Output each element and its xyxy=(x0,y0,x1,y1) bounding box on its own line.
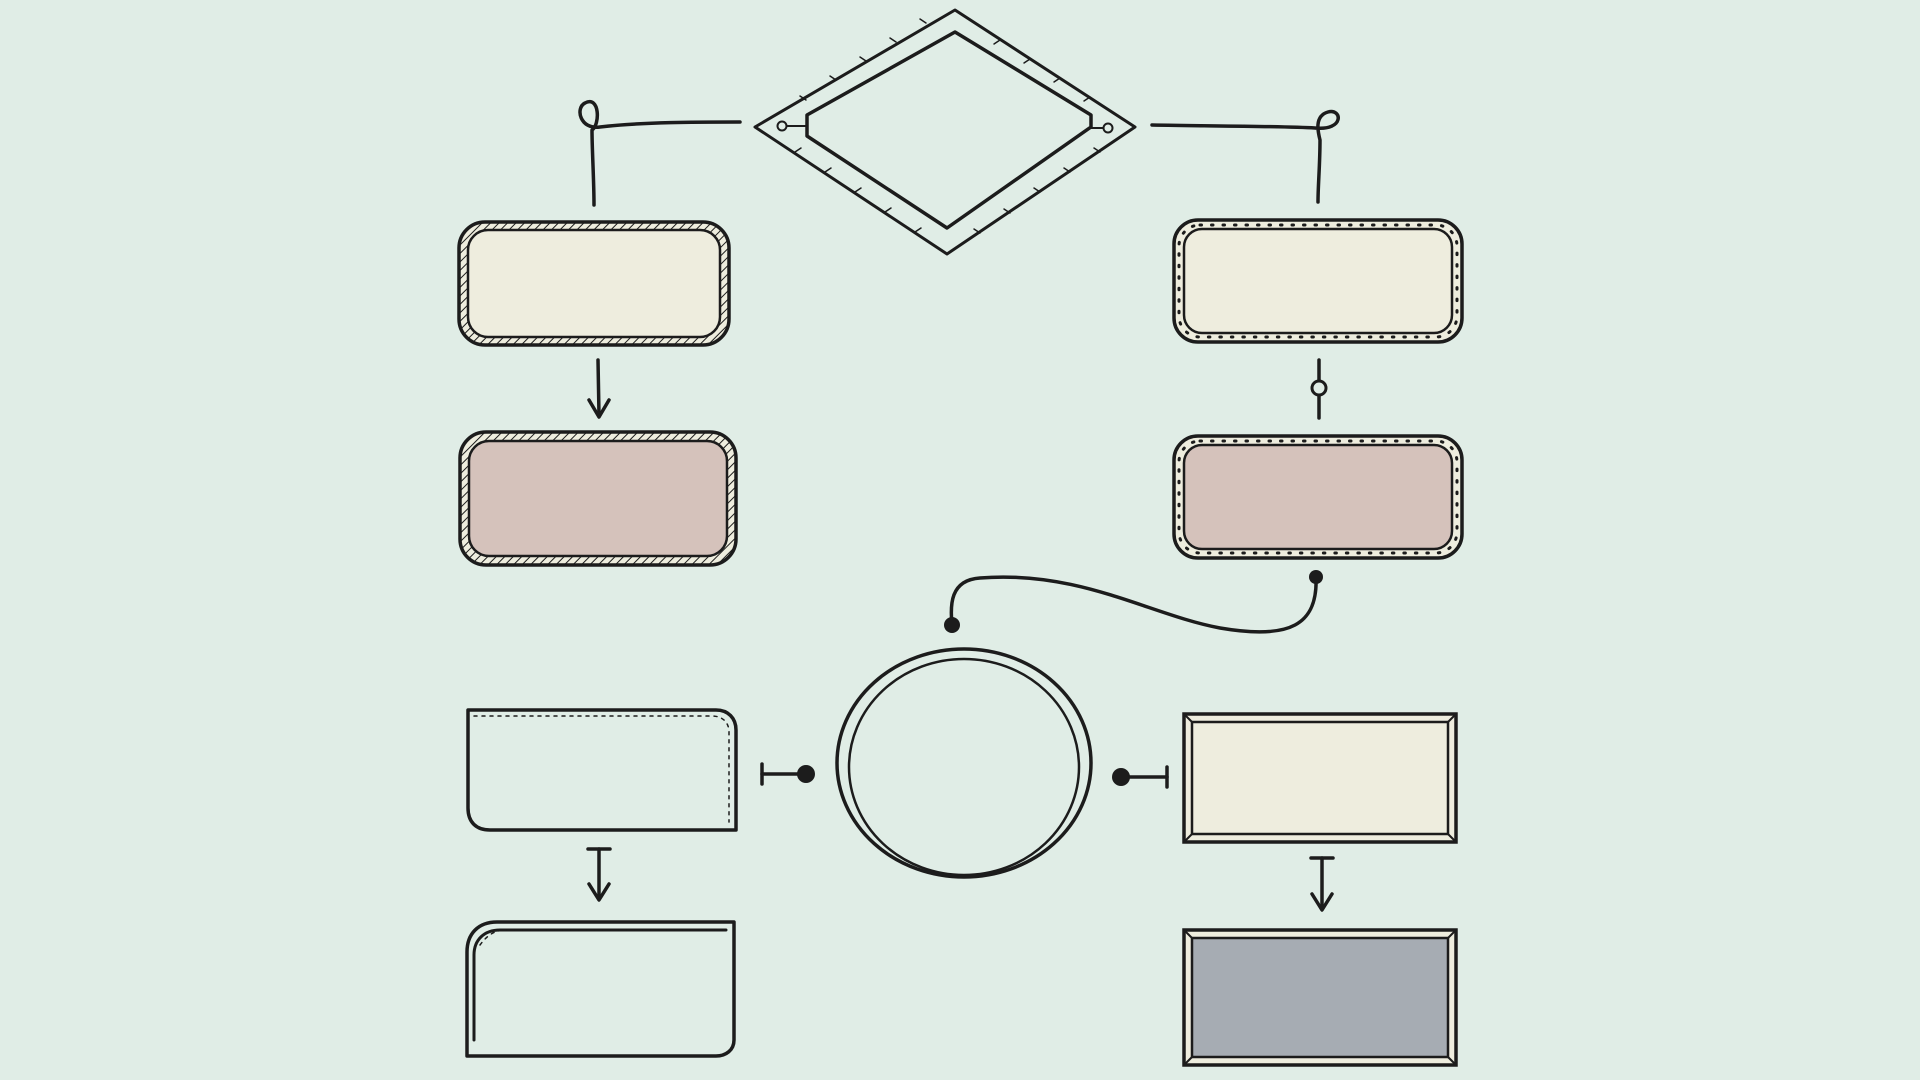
center-circle xyxy=(835,647,1093,879)
right-box-4 xyxy=(1182,928,1458,1067)
left-box-4 xyxy=(465,920,736,1058)
left-box-3 xyxy=(466,708,738,832)
right-box-2 xyxy=(1172,434,1464,560)
connector-bar-arrow-right xyxy=(1309,856,1335,912)
left-box-2 xyxy=(458,430,738,567)
diamond-tick-marks xyxy=(794,18,1101,234)
right-box-1 xyxy=(1172,218,1464,344)
connector-decision-left xyxy=(578,99,742,207)
right-box-3 xyxy=(1182,712,1458,844)
connector-ring-right-1 xyxy=(1310,358,1328,420)
connector-bar-arrow-left xyxy=(586,847,612,902)
left-box-1 xyxy=(457,220,731,347)
connector-decision-right xyxy=(1150,109,1340,204)
decision-diamond xyxy=(753,8,1137,256)
connector-circle-left xyxy=(760,762,815,786)
connector-circle-right xyxy=(1112,765,1169,789)
connector-curve-to-circle xyxy=(944,570,1323,634)
connector-arrow-left-1 xyxy=(587,358,611,419)
